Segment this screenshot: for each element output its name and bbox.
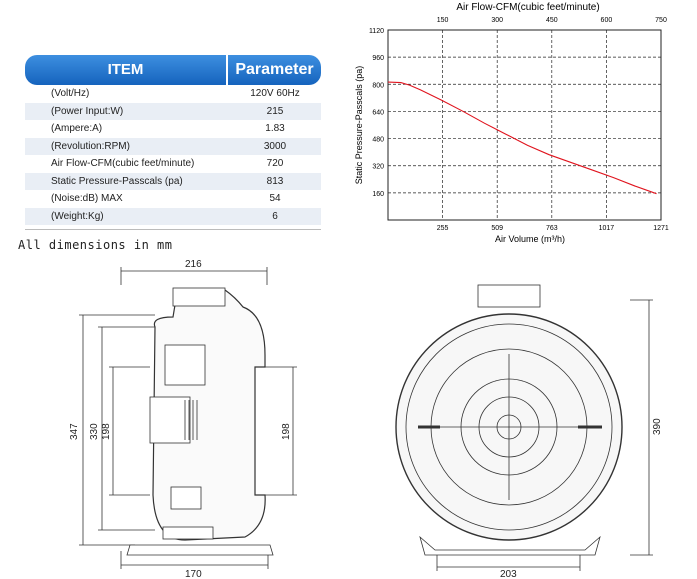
header-item: ITEM [25,55,226,85]
row-value: 720 [266,158,284,169]
x-axis-label: Air Volume (m³/h) [495,234,565,244]
chart-title: Air Flow-CFM(cubic feet/minute) [456,2,599,13]
chart-grid [388,29,662,220]
table-divider [25,229,321,230]
plot-frame [387,29,662,221]
dim-390: 390 [652,418,663,435]
dimensions-note: All dimensions in mm [18,238,173,252]
row-label: Air Flow-CFM(cubic feet/minute) [51,158,195,169]
row-value: 120V 60Hz [250,88,300,99]
spec-table: ITEM Parameter (Volt/Hz) 120V 60Hz (Power … [25,55,321,230]
row-label: (Power Input:W) [51,105,124,117]
x-tick-label: 255 [437,225,449,232]
y-axis-label: Static Pressure-Passcals (pa) [354,66,364,185]
top-tick-label: 600 [601,17,613,24]
header-parameter: Parameter [228,55,321,85]
row-label: Static Pressure-Passcals (pa) [51,175,183,187]
row-value: 54 [269,193,281,204]
spec-table-body: (Volt/Hz) 120V 60Hz (Power Input:W) 215 (Amp… [25,85,321,225]
dim-347: 347 [69,423,80,440]
table-row: Static Pressure-Passcals (pa) 813 [25,172,321,190]
y-tick-label: 320 [372,164,384,171]
side-view-drawing: 216 347 330 198 198 170 [69,259,297,579]
dim-330: 330 [89,423,100,440]
dim-198-left: 198 [101,423,112,440]
table-row: (Revolution:RPM) 3000 [25,137,321,155]
top-tick-label: 450 [546,17,558,24]
table-row: Air Flow-CFM(cubic feet/minute) 720 [25,155,321,173]
top-tick-label: 750 [655,17,667,24]
x-tick-label: 1271 [653,225,669,232]
y-tick-label: 960 [372,55,384,62]
dim-198-right: 198 [281,423,292,440]
table-row: (Volt/Hz) 120V 60Hz [25,85,321,103]
spec-table-header: ITEM Parameter [25,55,321,85]
front-view-drawing: 390 203 [395,284,663,579]
table-row: (Ampere:A) 1.83 [25,120,321,138]
top-tick-label: 150 [437,17,449,24]
table-row: (Power Input:W) 215 [25,102,321,120]
dim-216: 216 [185,259,202,270]
y-tick-label: 1120 [369,28,384,35]
table-row: (Weight:Kg) 6 [25,207,321,225]
y-tick-label: 800 [372,82,384,89]
row-value: 3000 [263,140,287,152]
y-tick-label: 160 [372,191,384,198]
dim-170: 170 [185,569,202,579]
series-line [387,81,657,195]
row-value: 215 [266,105,284,117]
row-label: (Weight:Kg) [51,210,104,222]
row-value: 813 [266,175,284,187]
y-tick-label: 640 [372,109,384,116]
y-tick-label: 480 [372,137,384,144]
chart-ticks: 160 320 480 640 800 960 1120 255 509 763 1017 1271 1… [369,17,669,232]
x-tick-label: 1017 [599,225,615,232]
x-tick-label: 509 [491,225,503,232]
row-label: (Noise:dB) MAX [51,193,123,204]
x-tick-label: 763 [546,225,558,232]
performance-chart: Air Flow-CFM(cubic feet/minute) 160 320 48… [354,2,669,244]
row-label: (Revolution:RPM) [51,140,130,152]
top-tick-label: 300 [491,17,503,24]
dim-203: 203 [500,569,517,579]
row-value: 6 [272,210,278,222]
row-label: (Ampere:A) [51,123,103,134]
row-value: 1.83 [265,123,285,134]
chart-series [387,81,657,195]
table-row: (Noise:dB) MAX 54 [25,190,321,208]
row-label: (Volt/Hz) [51,88,90,99]
